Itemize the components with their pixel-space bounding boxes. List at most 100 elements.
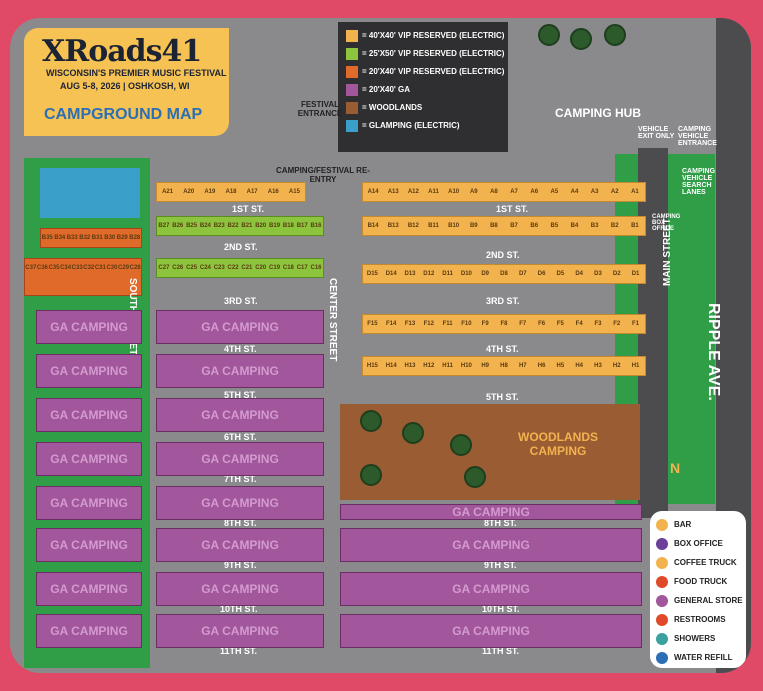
site-label[interactable]: B27 <box>158 223 170 229</box>
site-label[interactable]: D6 <box>537 271 546 277</box>
site-label[interactable]: D8 <box>500 271 508 277</box>
site-label[interactable]: H8 <box>500 363 508 369</box>
site-label[interactable]: C26 <box>172 265 184 271</box>
site-label[interactable]: D10 <box>460 271 472 277</box>
site-label[interactable]: B18 <box>282 223 294 229</box>
site-label[interactable]: B17 <box>296 223 308 229</box>
site-label[interactable]: B34 <box>54 235 66 241</box>
ga-lot[interactable]: GA CAMPING <box>156 354 324 388</box>
site-label[interactable]: B6 <box>530 223 539 229</box>
site-label[interactable]: A10 <box>448 189 460 195</box>
site-label[interactable]: C17 <box>296 265 308 271</box>
site-label[interactable]: D3 <box>594 271 602 277</box>
site-label[interactable]: C16 <box>310 265 322 271</box>
site-label[interactable]: H11 <box>442 363 453 369</box>
ga-lot[interactable]: GA CAMPING <box>156 572 324 606</box>
site-label[interactable]: C32 <box>83 265 95 271</box>
site-label[interactable]: D2 <box>612 271 621 277</box>
site-label[interactable]: B16 <box>310 223 322 229</box>
site-label[interactable]: D7 <box>518 271 527 277</box>
ga-lot[interactable]: GA CAMPING <box>156 442 324 476</box>
ga-lot[interactable]: GA CAMPING <box>156 528 324 562</box>
site-label[interactable]: B14 <box>367 223 379 229</box>
site-label[interactable]: B19 <box>269 223 281 229</box>
site-label[interactable]: C28 <box>129 265 141 271</box>
site-label[interactable]: H4 <box>575 363 583 369</box>
site-label[interactable]: C36 <box>36 265 48 271</box>
site-label[interactable]: F5 <box>556 321 564 327</box>
site-label[interactable]: C25 <box>186 265 198 271</box>
site-label[interactable]: D14 <box>385 271 397 277</box>
ga-lot[interactable]: GA CAMPING <box>36 354 142 388</box>
site-label[interactable]: A12 <box>407 189 419 195</box>
site-label[interactable]: A5 <box>550 189 559 195</box>
site-label[interactable]: B4 <box>570 223 579 229</box>
site-label[interactable]: D1 <box>631 271 640 277</box>
site-label[interactable]: B8 <box>490 223 498 229</box>
ga-lot[interactable]: GA CAMPING <box>36 486 142 520</box>
ga-lot[interactable]: GA CAMPING <box>36 614 142 648</box>
site-label[interactable]: F8 <box>500 321 508 327</box>
site-label[interactable]: D15 <box>366 271 378 277</box>
site-label[interactable]: B29 <box>116 235 128 241</box>
site-label[interactable]: H5 <box>556 363 565 369</box>
site-label[interactable]: D5 <box>556 271 565 277</box>
site-label[interactable]: F7 <box>519 321 527 327</box>
site-label[interactable]: C18 <box>282 265 294 271</box>
site-label[interactable]: F13 <box>404 321 416 327</box>
site-label[interactable]: H14 <box>385 363 397 369</box>
site-label[interactable]: F2 <box>613 321 621 327</box>
site-label[interactable]: B23 <box>213 223 225 229</box>
site-label[interactable]: H15 <box>366 363 378 369</box>
site-label[interactable]: C33 <box>71 265 83 271</box>
site-label[interactable]: A17 <box>246 189 258 195</box>
site-label[interactable]: A15 <box>288 189 300 195</box>
site-label[interactable]: C30 <box>106 265 118 271</box>
site-label[interactable]: C24 <box>199 265 211 271</box>
site-label[interactable]: F14 <box>386 321 397 327</box>
site-label[interactable]: A3 <box>590 189 599 195</box>
site-label[interactable]: A18 <box>225 189 237 195</box>
site-label[interactable]: B12 <box>407 223 419 229</box>
ga-lot[interactable]: GA CAMPING <box>36 442 142 476</box>
site-label[interactable]: C20 <box>255 265 267 271</box>
site-label[interactable]: H3 <box>594 363 602 369</box>
ga-lot[interactable]: GA CAMPING <box>340 572 642 606</box>
site-label[interactable]: C22 <box>227 265 239 271</box>
site-label[interactable]: H6 <box>537 363 546 369</box>
site-label[interactable]: B30 <box>104 235 116 241</box>
site-label[interactable]: A14 <box>367 189 379 195</box>
site-label[interactable]: C37 <box>25 265 37 271</box>
site-label[interactable]: B26 <box>172 223 184 229</box>
site-label[interactable]: C21 <box>241 265 253 271</box>
ga-lot[interactable]: GA CAMPING <box>156 398 324 432</box>
site-label[interactable]: F4 <box>575 321 583 327</box>
site-label[interactable]: B10 <box>448 223 460 229</box>
site-label[interactable]: A4 <box>570 189 579 195</box>
site-label[interactable]: B25 <box>186 223 198 229</box>
site-label[interactable]: B20 <box>255 223 267 229</box>
ga-lot[interactable]: GA CAMPING <box>340 614 642 648</box>
site-label[interactable]: D11 <box>442 271 453 277</box>
site-label[interactable]: A19 <box>204 189 216 195</box>
site-label[interactable]: A11 <box>428 189 439 195</box>
site-label[interactable]: B3 <box>590 223 599 229</box>
site-label[interactable]: B11 <box>428 223 439 229</box>
site-label[interactable]: C35 <box>48 265 60 271</box>
site-label[interactable]: F1 <box>632 321 640 327</box>
site-label[interactable]: D13 <box>404 271 416 277</box>
site-label[interactable]: B21 <box>241 223 253 229</box>
site-label[interactable]: H12 <box>423 363 435 369</box>
ga-lot[interactable]: GA CAMPING <box>36 398 142 432</box>
site-label[interactable]: B7 <box>510 223 518 229</box>
ga-lot[interactable]: GA CAMPING <box>340 528 642 562</box>
site-label[interactable]: H2 <box>612 363 621 369</box>
site-label[interactable]: A16 <box>267 189 279 195</box>
site-label[interactable]: B1 <box>631 223 639 229</box>
